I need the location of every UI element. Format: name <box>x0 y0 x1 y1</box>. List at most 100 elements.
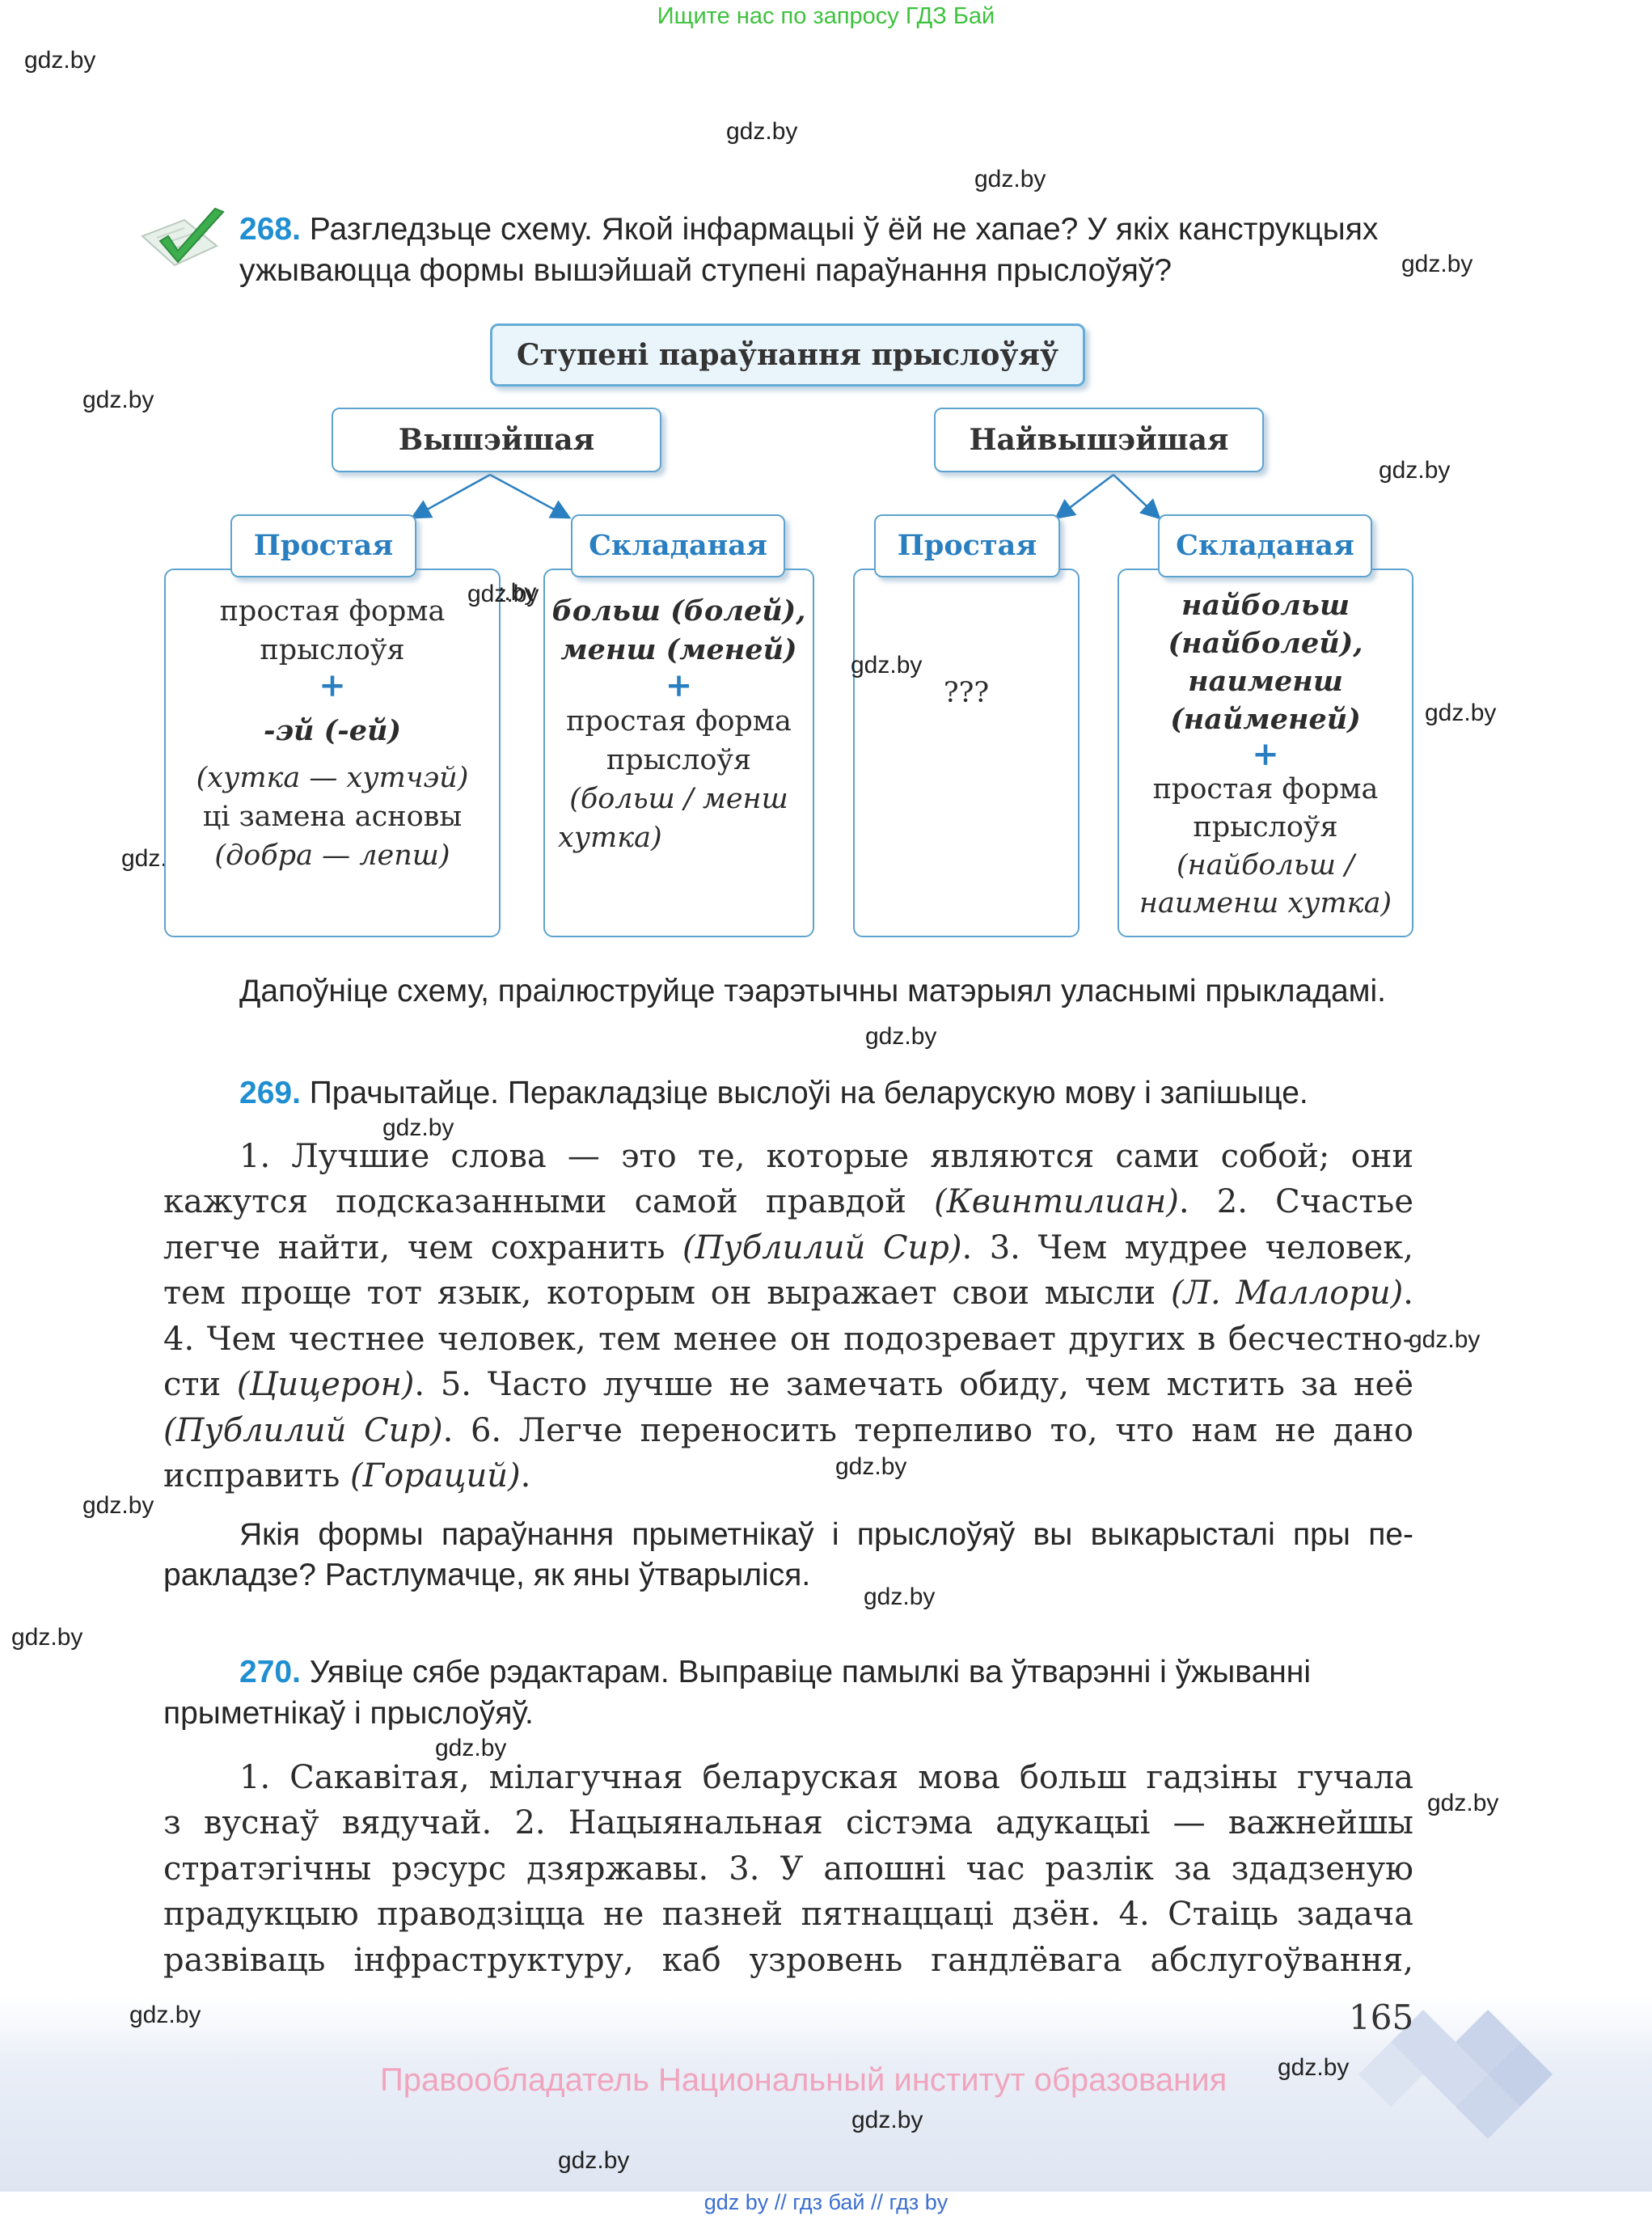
exercise-270-body-cont: з вуснаў вядучай. 2. Нацыянальная сістэм… <box>163 1800 1413 1983</box>
top-banner[interactable]: Ищите нас по запросу ГДЗ Бай <box>657 3 995 29</box>
exercise-269-body: 1. Лучшие слова — это те, которые являют… <box>163 1134 1413 1180</box>
compound-label: Складаная <box>1176 529 1354 562</box>
exercise-268-prompt: 268. Разгледзьце схему. Якой інфармацыі … <box>239 209 1420 291</box>
col4-example: наименш хутка) <box>1139 887 1392 920</box>
exercise-269-question-line1: Якія формы параўнання прыметнікаў і прыс… <box>239 1517 1413 1552</box>
highest-compound-header: Складаная <box>1158 514 1372 577</box>
col4-line: найбольш <box>1181 589 1350 622</box>
missing-info-marker: ??? <box>943 677 990 709</box>
col1-suffix: -эй (-ей) <box>263 714 402 747</box>
watermark: gdz.by <box>82 387 154 413</box>
watermark: gdz.by <box>851 652 923 679</box>
text-line: прадукцыю праводзіцца не пазней пятнацца… <box>163 1896 1413 1933</box>
watermark: gdz.by <box>11 1624 83 1651</box>
text-line: стратэгічны рэсурс дзяржавы. 3. У апошні… <box>163 1850 1413 1888</box>
exercise-number: 268. <box>239 212 301 247</box>
exercise-268-task: Дапоўніце схему, праілюструйце тэарэтычн… <box>239 974 1386 1008</box>
higher-degree-title: Вышэйшая <box>398 423 595 457</box>
decorative-diamonds <box>1261 1994 1585 2155</box>
footer-band <box>0 1998 1652 2192</box>
watermark: gdz.by <box>865 1023 937 1050</box>
col1-line: ці замена асновы <box>202 801 463 833</box>
diagram-column-higher-simple: простая форма прыслоўя + -эй (-ей) (хутк… <box>164 569 501 937</box>
exercise-269-text: Прачытайце. Перакладзіце выслоўі на бела… <box>309 1076 1308 1110</box>
simple-label: Простая <box>253 529 394 562</box>
exercise-269-prompt: 269. Прачытайце. Перакладзіце выслоўі на… <box>239 1072 1420 1114</box>
watermark: gdz.by <box>467 581 539 607</box>
higher-simple-header: Простая <box>230 514 416 577</box>
text-line: 4. Чем честнее человек, тем менее он под… <box>163 1320 1413 1358</box>
text-line: тем проще тот язык, которым он выражает … <box>163 1275 1413 1312</box>
col4-line: (найменей) <box>1170 703 1361 736</box>
watermark: gdz.by <box>864 1583 936 1610</box>
watermark: gdz.by <box>1379 457 1451 484</box>
exercise-270-line1: Уявіце сябе рэдактарам. Выправіце памылк… <box>309 1655 1311 1689</box>
text-line: исправить (Гораций). <box>163 1457 531 1495</box>
highest-degree-title: Найвышэйшая <box>969 423 1229 457</box>
highest-degree-box: Найвышэйшая <box>934 408 1264 472</box>
exercise-269-body-cont: кажутся подсказанными самой правдой (Кви… <box>163 1179 1413 1499</box>
col4-line: наименш <box>1188 665 1343 698</box>
page-number: 165 <box>1349 1998 1414 2037</box>
col2-example: хутка) <box>558 822 662 854</box>
watermark: gdz.by <box>1409 1326 1481 1353</box>
plus-sign: + <box>665 666 693 704</box>
watermark: gdz.by <box>1425 700 1497 726</box>
plus-sign: + <box>319 666 346 704</box>
bottom-links[interactable]: gdz by // гдз бай // гдз by <box>703 2190 949 2214</box>
watermark: gdz.by <box>974 166 1046 192</box>
diagram-root-title: Ступені параўнання прыслоўяў <box>516 338 1059 372</box>
exercise-270-body: 1. Сакавітая, мілагучная беларуская мова… <box>163 1755 1413 1801</box>
text-line: легче найти, чем сохранить (Публилий Сир… <box>163 1228 1414 1266</box>
watermark: gdz.by <box>835 1453 907 1480</box>
watermark: gdz.by <box>1278 2054 1350 2081</box>
exercise-268-line2: ужываюцца формы вышэйшай ступені параўна… <box>239 253 1172 288</box>
watermark: gdz.by <box>82 1492 154 1519</box>
watermark: gdz.by <box>435 1735 507 1761</box>
exercise-270-prompt: 270. Уявіце сябе рэдактарам. Выправіце п… <box>239 1651 1413 1693</box>
col4-line: простая форма <box>1152 773 1379 805</box>
col2-line: больш (болей), <box>551 594 806 628</box>
watermark: gdz.by <box>24 47 96 74</box>
text-line: (Публилий Сир). 6. Легче переносить терп… <box>163 1411 1414 1449</box>
plus-sign: + <box>1252 735 1279 773</box>
col1-line: прыслоўя <box>260 634 405 666</box>
check-icon <box>136 204 229 277</box>
copyright-notice: Правообладатель Национальный институт об… <box>380 2062 1227 2098</box>
diagram-column-highest-compound: найбольш (найболей), наименш (найменей) … <box>1118 569 1413 937</box>
exercise-269-question-line2: ракладзе? Растлумачце, як яны ўтварыліся… <box>163 1558 811 1592</box>
watermark: gdz.by <box>129 2002 201 2028</box>
diagram-column-highest-simple: ??? <box>853 569 1080 937</box>
text-line: кажутся подсказанными самой правдой (Кви… <box>163 1183 1413 1220</box>
exercise-number: 269. <box>239 1076 301 1110</box>
text-line: развіваць інфраструктуру, каб узровень г… <box>163 1941 1413 1979</box>
compound-label: Складаная <box>589 529 767 562</box>
watermark: gdz.by <box>1401 251 1473 277</box>
col4-line: (найболей), <box>1168 627 1363 660</box>
col4-example: (найбольш / <box>1177 849 1354 882</box>
col4-line: прыслоўя <box>1193 811 1338 844</box>
exercise-268-line1: Разгледзьце схему. Якой інфармацыі ў ёй … <box>309 212 1379 247</box>
watermark: gdz.by <box>726 118 798 145</box>
text-line: сти (Цицерон). 5. Часто лучше не замечат… <box>163 1366 1413 1403</box>
diagram-root-box: Ступені параўнання прыслоўяў <box>490 323 1085 387</box>
higher-compound-header: Складаная <box>571 514 785 577</box>
text-line: з вуснаў вядучай. 2. Нацыянальная сістэм… <box>163 1804 1413 1841</box>
watermark: gdz.by <box>851 2107 923 2133</box>
col1-line: простая форма <box>219 595 446 628</box>
text-line: 1. Лучшие слова — это те, которые являют… <box>239 1138 1413 1175</box>
col1-example: (добра — лепш) <box>214 839 450 872</box>
col1-example: (хутка — хутчэй) <box>196 762 469 794</box>
highest-simple-header: Простая <box>874 514 1060 577</box>
exercise-270-line2: прыметнікаў і прыслоўяў. <box>163 1696 534 1731</box>
diagram-column-higher-compound: больш (болей), менш (меней) + простая фо… <box>543 569 814 937</box>
col2-line: менш (меней) <box>560 633 797 666</box>
higher-degree-box: Вышэйшая <box>332 408 661 472</box>
watermark: gdz.by <box>558 2147 630 2174</box>
simple-label: Простая <box>897 529 1037 562</box>
exercise-number: 270. <box>239 1655 301 1689</box>
watermark: gdz.by <box>1427 1790 1499 1816</box>
col2-line: простая форма <box>566 705 792 738</box>
col2-line: прыслоўя <box>606 744 752 776</box>
text-line: 1. Сакавітая, мілагучная беларуская мова… <box>239 1759 1413 1796</box>
